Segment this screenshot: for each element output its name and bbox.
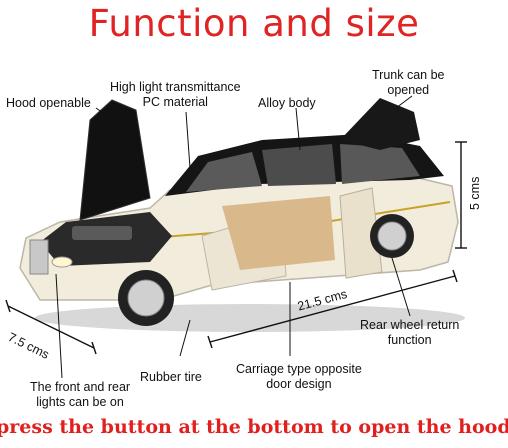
label-trunk-line1: Trunk can be [372,68,445,82]
label-trunk-line2: opened [387,83,430,97]
trunk-callout [395,95,413,109]
tire-callout [179,319,191,357]
rear-door [339,187,383,279]
label-pc-line2: PC material [142,95,208,109]
label-carriage-line2: door design [266,377,332,391]
height-label: 5 cms [468,176,482,210]
label-lights-line2: lights can be on [36,395,124,409]
open-hood [79,99,151,221]
hood-callout [95,107,111,119]
alloy-callout [295,107,301,151]
label-pc-line1: High light transmittance [110,80,241,94]
label-lights-line1: The front and rear [30,380,131,394]
front-grille [29,239,49,275]
label-tire: Rubber tire [140,370,202,384]
width-dimension-line [7,305,95,349]
label-rear-line1: Rear wheel return [360,318,460,332]
label-hood: Hood openable [6,96,91,110]
pc-callout [185,111,191,169]
label-carriage-line1: Carriage type opposite [236,362,362,376]
engine-block [72,226,132,240]
label-lights: The front and rear lights can be on [30,380,130,410]
label-pc: High light transmittance PC material [110,80,241,110]
rear-rim [377,221,407,251]
label-rear-wheel: Rear wheel return function [360,318,459,348]
label-carriage: Carriage type opposite door design [236,362,362,392]
rear-wheel-callout [391,257,411,317]
lights-callout [55,273,63,379]
bottom-note: press the button at the bottom to open t… [0,416,508,438]
label-alloy: Alloy body [258,96,316,110]
front-window [186,152,262,192]
page-title: Function and size [88,2,420,45]
label-trunk: Trunk can be opened [372,68,445,98]
label-rear-line2: function [387,333,432,347]
length-dimension-line [209,275,456,343]
rear-window [340,144,420,184]
mid-window [262,144,336,186]
front-rim [127,279,165,317]
headlight [51,256,73,268]
interior [222,196,335,270]
open-trunk [340,98,420,150]
